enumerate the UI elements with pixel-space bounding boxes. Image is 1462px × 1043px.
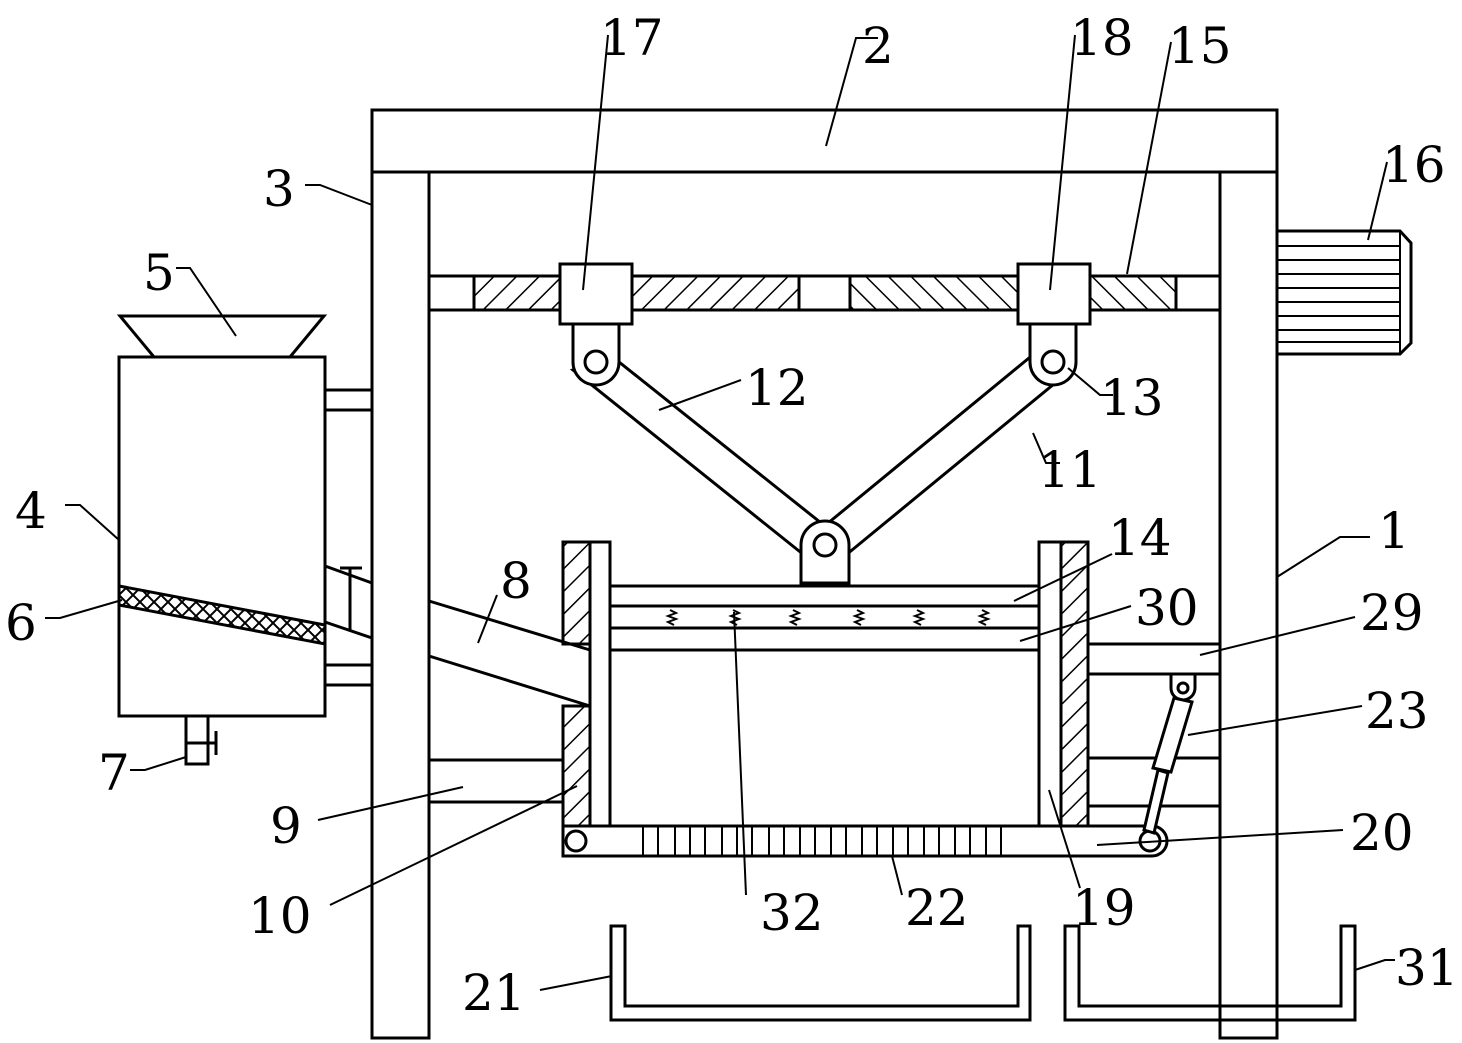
motor-body [1275, 229, 1413, 356]
right-collector [1063, 924, 1357, 1022]
thread-left-b [630, 274, 801, 312]
label-23: 23 [1365, 682, 1429, 740]
right-hinge-pin [1040, 349, 1066, 375]
right-nut [1016, 262, 1092, 326]
label-10: 10 [248, 887, 312, 945]
right-column [1218, 170, 1279, 1040]
left-bottom-pin [564, 829, 588, 853]
box-wall-right [1059, 540, 1090, 828]
leader-lines [45, 34, 1395, 991]
label-14: 14 [1108, 509, 1172, 567]
linkage [569, 322, 1078, 585]
left-hinge-pin [583, 349, 609, 375]
part-labels: 1 2 3 4 5 6 7 8 9 10 11 12 13 14 15 16 1… [5, 9, 1459, 1022]
box-wall-left-lower [561, 704, 592, 828]
cylinder [1142, 672, 1197, 835]
collectors [609, 924, 1357, 1022]
tank-body [117, 355, 327, 718]
label-18: 18 [1070, 9, 1134, 67]
label-5: 5 [143, 244, 175, 302]
label-13: 13 [1100, 369, 1164, 427]
tank-assembly [116, 314, 374, 766]
drain-pipe [184, 714, 210, 766]
springs [665, 609, 991, 626]
label-12: 12 [745, 359, 809, 417]
bottom-mesh-plate [561, 824, 1169, 858]
label-21: 21 [462, 964, 526, 1022]
thread-right-a [848, 274, 1020, 312]
cylinder-barrel [1151, 696, 1194, 774]
thread-right-b [1088, 274, 1178, 312]
label-22: 22 [905, 879, 969, 937]
right-side-plate [1086, 642, 1222, 676]
bottom-hinge-pin [812, 532, 838, 558]
label-9: 9 [270, 797, 302, 855]
thread-left-a [472, 274, 562, 312]
filter-screen [117, 584, 327, 646]
label-11: 11 [1038, 441, 1102, 499]
label-16: 16 [1382, 136, 1446, 194]
label-20: 20 [1350, 804, 1414, 862]
label-17: 17 [600, 9, 664, 67]
left-collector [609, 924, 1032, 1022]
brackets [427, 642, 1222, 808]
lower-plate [608, 626, 1041, 652]
motor [1275, 229, 1413, 356]
left-nut [558, 262, 634, 326]
label-6: 6 [5, 594, 37, 652]
label-1: 1 [1378, 502, 1410, 560]
screw-rod-housing [427, 274, 1222, 312]
screw-rod-assembly [427, 262, 1222, 326]
label-3: 3 [263, 160, 295, 218]
right-link-arm [801, 356, 1075, 557]
label-19: 19 [1072, 879, 1136, 937]
left-support-bracket [427, 758, 565, 804]
label-4: 4 [15, 482, 47, 540]
label-7: 7 [98, 744, 130, 802]
label-30: 30 [1135, 579, 1199, 637]
label-32: 32 [760, 884, 824, 942]
upper-tank-bracket [323, 388, 374, 412]
frame [370, 108, 1279, 1040]
label-15: 15 [1168, 17, 1232, 75]
funnel [116, 314, 328, 359]
top-beam [370, 108, 1279, 174]
inner-liner-left [588, 540, 612, 828]
box-wall-left-upper [561, 540, 592, 646]
sieve-box [561, 540, 1169, 858]
label-8: 8 [500, 552, 532, 610]
label-31: 31 [1395, 939, 1459, 997]
label-29: 29 [1360, 584, 1424, 642]
bottom-mesh [642, 826, 1002, 856]
label-2: 2 [862, 17, 894, 75]
press-plate [608, 584, 1041, 608]
cylinder-rod [1142, 768, 1170, 835]
lower-tank-bracket [323, 663, 374, 687]
left-column [370, 170, 431, 1040]
